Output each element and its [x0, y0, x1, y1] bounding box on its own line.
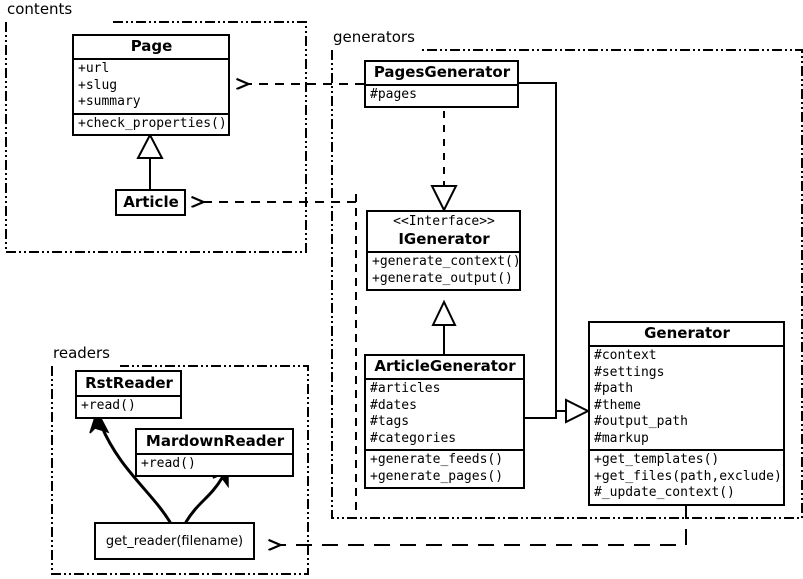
attribute-row: #categories [370, 430, 457, 446]
attribute-row: #path [594, 381, 634, 396]
method-row: +generate_pages() [370, 468, 504, 484]
method-row: +get_files(path,exclude) [594, 468, 782, 484]
function-label-get-reader: get_reader(filename) [105, 533, 244, 549]
class-methods-markdownreader: +read() [137, 453, 292, 475]
class-methods-rstreader: +read() [77, 395, 180, 417]
relation-getreader-uses-rstreader [89, 409, 172, 524]
class-name-igenerator: IGenerator [398, 230, 490, 248]
class-attributes-articlegenerator: #articles #dates #tags #categories [366, 378, 523, 449]
method-row: +get_templates() [594, 452, 720, 467]
method-row: +check_properties() [78, 115, 227, 131]
relation-articlegenerator-generalizes-igenerator [431, 299, 457, 354]
class-box-articlegenerator[interactable]: ArticleGenerator #articles #dates #tags … [364, 354, 525, 489]
class-box-page[interactable]: Page +url +slug +summary +check_properti… [72, 34, 230, 136]
class-stereotype-igenerator: <<Interface>> [393, 214, 495, 229]
class-title-igenerator: <<Interface>> IGenerator [368, 212, 519, 251]
method-row: +read() [81, 398, 136, 413]
attribute-row: #settings [594, 364, 665, 380]
class-box-article[interactable]: Article [115, 189, 186, 216]
package-frame-readers [51, 365, 309, 575]
package-label-contents: contents [7, 0, 73, 18]
relation-articlegenerator-generalizes-generator [525, 398, 591, 424]
class-attributes-generator: #context #settings #path #theme #output_… [590, 345, 783, 449]
package-frame-contents [5, 21, 307, 253]
method-row: +generate_feeds() [370, 452, 504, 467]
class-box-rstreader[interactable]: RstReader +read() [75, 370, 182, 419]
relation-pagesgenerator-realizes-igenerator [430, 111, 458, 213]
class-methods-igenerator: +generate_context() +generate_output() [368, 251, 521, 289]
attribute-row: #markup [594, 430, 649, 446]
attribute-row: #pages [370, 87, 417, 102]
class-box-markdownreader[interactable]: MardownReader +read() [135, 428, 294, 477]
class-box-pagesgenerator[interactable]: PagesGenerator #pages [364, 60, 519, 108]
attribute-row: #output_path [594, 414, 688, 429]
relation-article-generalizes-page [136, 132, 164, 189]
class-methods-generator: +get_templates() +get_files(path,exclude… [590, 449, 783, 504]
attribute-row: #articles [370, 381, 441, 396]
class-attributes-page: +url +slug +summary [74, 58, 228, 113]
attribute-row: #context [594, 348, 657, 363]
method-row: +read() [141, 456, 196, 471]
relation-generator-depends-getreader [280, 503, 687, 545]
package-label-generators: generators [333, 28, 415, 46]
class-methods-page: +check_properties() [74, 112, 228, 135]
attribute-row: #dates [370, 397, 417, 413]
package-frame-generators [331, 49, 803, 519]
class-title-markdownreader: MardownReader [145, 432, 285, 450]
function-box-get-reader[interactable]: get_reader(filename) [94, 522, 255, 560]
relation-pagesgenerator-generalizes-generator [519, 82, 566, 412]
class-box-igenerator[interactable]: <<Interface>> IGenerator +generate_conte… [366, 210, 521, 291]
class-title-generator: Generator [644, 324, 730, 342]
attribute-row: #theme [594, 397, 641, 413]
attribute-row: +url [78, 61, 110, 76]
method-row: #_update_context() [594, 485, 735, 500]
attribute-row: +summary [78, 94, 141, 109]
attribute-row: +slug [78, 77, 118, 93]
attribute-row: #tags [370, 414, 410, 429]
package-label-readers: readers [53, 344, 110, 362]
class-attributes-pagesgenerator: #pages [366, 84, 517, 106]
class-title-article: Article [123, 193, 179, 211]
class-title-pagesgenerator: PagesGenerator [373, 63, 511, 81]
class-title-articlegenerator: ArticleGenerator [374, 357, 516, 375]
method-row: +generate_context() [372, 254, 521, 269]
class-title-page: Page [130, 37, 173, 55]
class-title-rstreader: RstReader [85, 374, 173, 392]
class-box-generator[interactable]: Generator #context #settings #path #them… [588, 321, 785, 506]
class-methods-articlegenerator: +generate_feeds() +generate_pages() [366, 449, 523, 487]
method-row: +generate_output() [372, 270, 513, 286]
